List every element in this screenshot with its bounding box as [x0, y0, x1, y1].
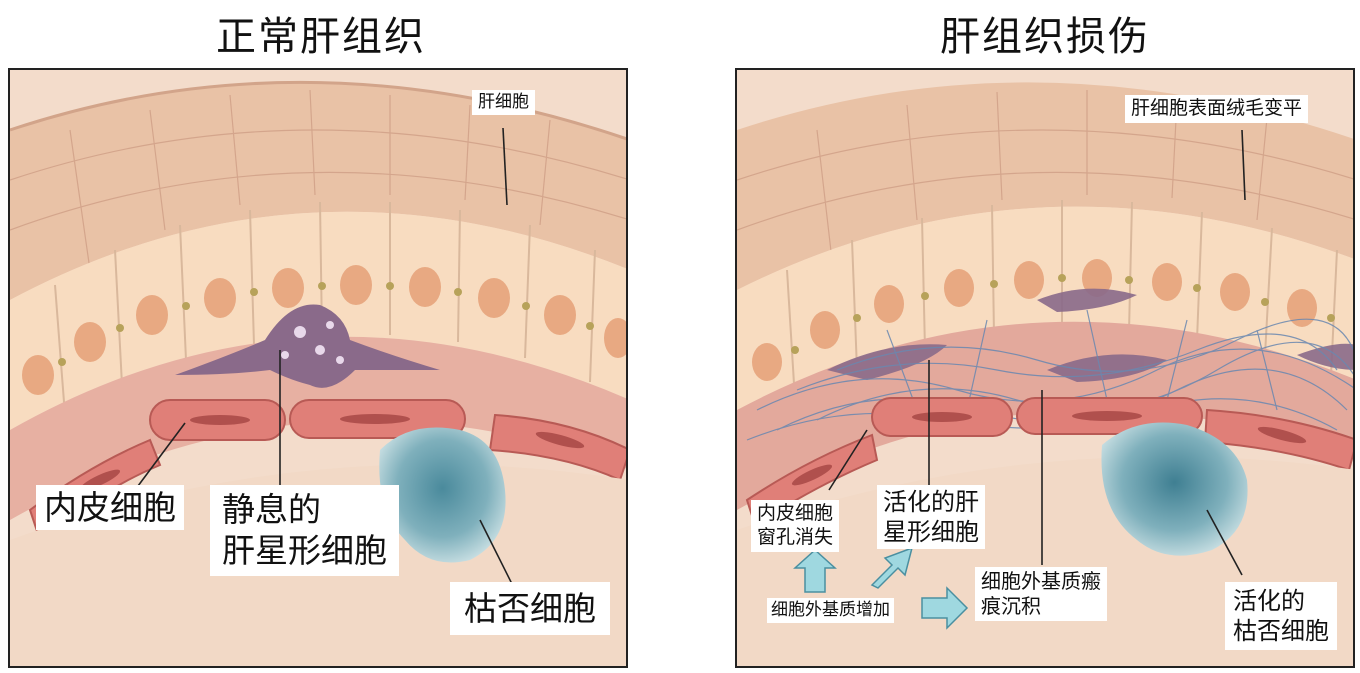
ecm-increase-label: 细胞外基质增加: [767, 598, 894, 624]
activated-kupffer-label-line2: 枯否细胞: [1233, 617, 1329, 645]
left-panel-title: 正常肝组织: [216, 14, 426, 60]
microvilli-label: 肝细胞表面绒毛变平: [1125, 95, 1309, 123]
activated-stellate-label-line1: 活化的肝: [883, 488, 979, 516]
normal-liver-illustration: [10, 70, 626, 666]
quiescent-stellate-label-line2: 肝星形细胞: [222, 531, 387, 571]
fenestrae-loss-label-line2: 窗孔消失: [757, 525, 834, 548]
fenestrae-loss-label: 内皮细胞 窗孔消失: [751, 500, 840, 552]
ecm-scar-label-line1: 细胞外基质瘢: [981, 569, 1101, 593]
activated-kupffer-label: 活化的 枯否细胞: [1225, 582, 1337, 650]
hepatocyte-label: 肝细胞: [472, 90, 535, 116]
fenestrae-loss-label-line1: 内皮细胞: [757, 502, 834, 524]
right-panel-title: 肝组织损伤: [940, 14, 1150, 60]
ecm-scar-label-line2: 痕沉积: [981, 594, 1041, 618]
quiescent-stellate-label-line1: 静息的: [222, 490, 321, 529]
normal-liver-panel: 肝细胞 内皮细胞 静息的 肝星形细胞 枯否细胞: [8, 68, 628, 668]
endothelial-cell-label: 内皮细胞: [36, 485, 184, 531]
ecm-scar-label: 细胞外基质瘢 痕沉积: [975, 567, 1107, 621]
injured-liver-panel: 肝细胞表面绒毛变平 内皮细胞 窗孔消失 活化的肝 星形细胞 细胞外基质增加 细胞…: [735, 68, 1355, 668]
quiescent-stellate-label: 静息的 肝星形细胞: [210, 485, 399, 576]
activated-stellate-label-line2: 星形细胞: [883, 518, 979, 546]
activated-stellate-label: 活化的肝 星形细胞: [877, 485, 985, 549]
kupffer-cell-label: 枯否细胞: [450, 582, 610, 636]
activated-kupffer-label-line1: 活化的: [1233, 587, 1305, 615]
